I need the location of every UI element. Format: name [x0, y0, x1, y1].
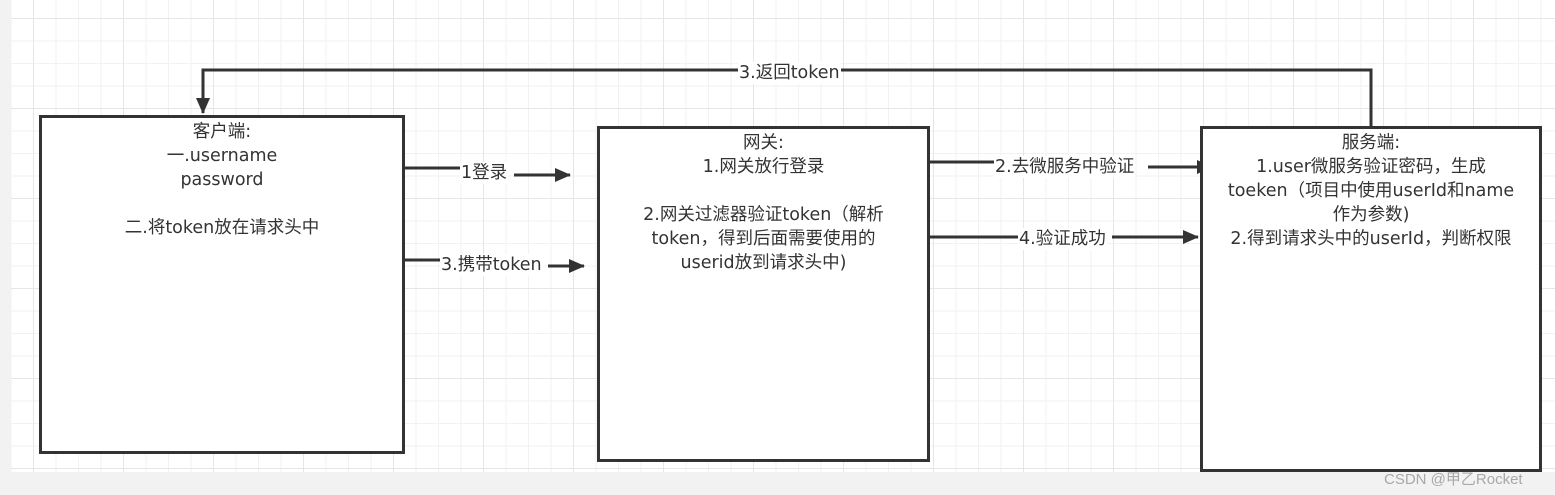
client-line — [42, 192, 402, 216]
client-node[interactable]: 客户端: 一.username password 二.将token放在请求头中 — [39, 115, 405, 454]
edge-label-success: 4.验证成功 — [1018, 228, 1107, 250]
edge-label-carry-token: 3.携带token — [440, 254, 543, 276]
edge-label-return-token: 3.返回token — [738, 62, 841, 84]
server-title: 服务端: — [1341, 133, 1401, 153]
gateway-node[interactable]: 网关: 1.网关放行登录 2.网关过滤器验证token（解析 token，得到后… — [597, 126, 930, 462]
gateway-line: token，得到后面需要使用的 — [651, 229, 876, 249]
gateway-line: 1.网关放行登录 — [702, 157, 825, 177]
client-line: password — [180, 170, 264, 190]
client-title: 客户端: — [192, 122, 252, 142]
server-line: 1.user微服务验证密码，生成 — [1256, 157, 1486, 177]
client-line: 二.将token放在请求头中 — [124, 218, 320, 238]
server-node[interactable]: 服务端: 1.user微服务验证密码，生成 toeken（项目中使用userId… — [1200, 126, 1542, 472]
gateway-title: 网关: — [743, 133, 784, 153]
gateway-line: 2.网关过滤器验证token（解析 — [643, 205, 884, 225]
gateway-line — [600, 179, 927, 203]
edge-label-login: 1登录 — [460, 162, 509, 184]
edge-label-verify: 2.去微服务中验证 — [994, 156, 1136, 178]
client-line: 一.username — [166, 146, 278, 166]
gateway-line: userid放到请求头中) — [680, 253, 847, 273]
watermark: CSDN @甲乙Rocket — [1384, 471, 1523, 488]
server-line: toeken（项目中使用userId和name — [1227, 181, 1515, 201]
server-line: 作为参数) — [1332, 205, 1410, 225]
server-line: 2.得到请求头中的userId，判断权限 — [1230, 229, 1512, 249]
